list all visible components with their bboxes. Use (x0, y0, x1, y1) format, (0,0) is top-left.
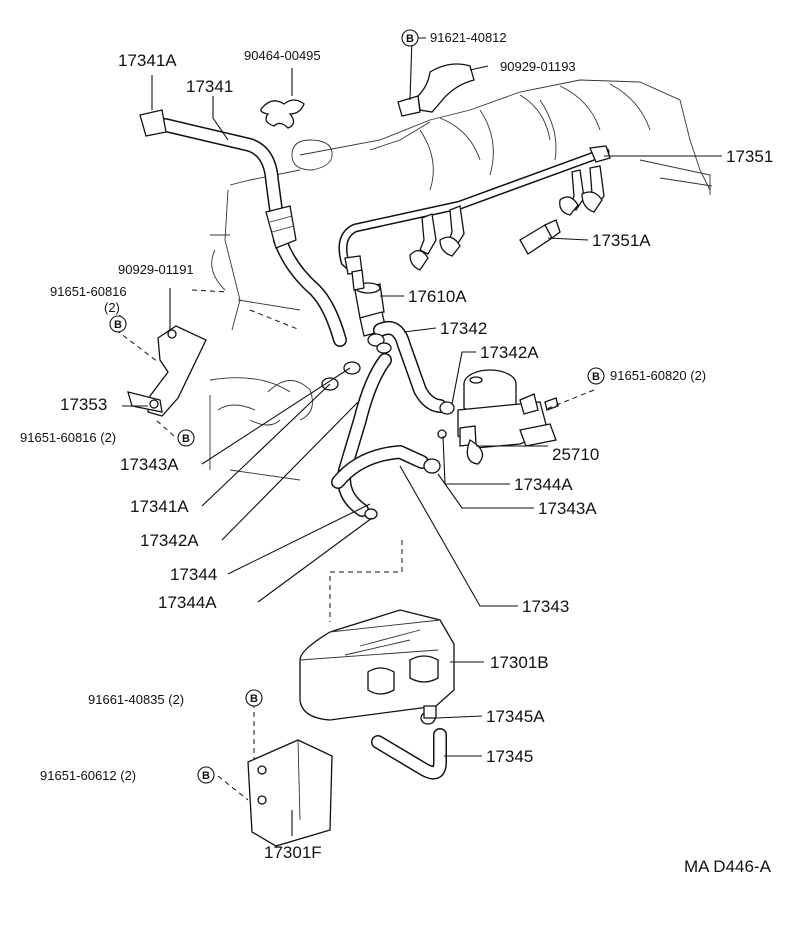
label-17341: 17341 (186, 77, 233, 96)
hose-17342 (337, 320, 447, 517)
label-17343A-right: 17343A (538, 499, 597, 518)
hose-17343 (331, 445, 429, 489)
label-17345A: 17345A (486, 707, 545, 726)
label-91651-60612: 91651-60612 (2) (40, 768, 136, 783)
vacuum-pipe-17351 (338, 145, 611, 275)
leader-lines (122, 37, 722, 836)
label-17343A-left: 17343A (120, 455, 179, 474)
hose-17341 (139, 109, 347, 347)
label-90929-01191: 90929-01191 (118, 262, 194, 277)
part-labels: 17341A 17341 90464-00495 91621-40812 909… (20, 30, 773, 876)
label-90464-00495: 90464-00495 (244, 48, 321, 63)
svg-text:B: B (592, 371, 600, 383)
label-25710: 25710 (552, 445, 599, 464)
label-17341A-low: 17341A (130, 497, 189, 516)
label-17353: 17353 (60, 395, 107, 414)
label-17345: 17345 (486, 747, 533, 766)
label-17343: 17343 (522, 597, 569, 616)
bolt-marker-91651-60820: B (587, 367, 605, 385)
label-17341A-top: 17341A (118, 51, 177, 70)
label-90929-01193: 90929-01193 (500, 59, 576, 74)
svg-text:B: B (182, 433, 190, 445)
bolt-marker-91651-60816-bot: B (177, 429, 195, 447)
engine-outline (191, 79, 713, 481)
bracket-17353 (127, 325, 207, 417)
label-17610A: 17610A (408, 287, 467, 306)
label-17342A-right: 17342A (480, 343, 539, 362)
canister-17301B (299, 609, 455, 721)
label-17351: 17351 (726, 147, 773, 166)
bolt-connectors (115, 312, 595, 801)
diagram-code: MA D446-A (684, 857, 772, 876)
label-91651-60816-bot: 91651-60816 (2) (20, 430, 116, 445)
bracket-17301F (247, 739, 333, 847)
label-17344A-right: 17344A (514, 475, 573, 494)
egr-valve-25710 (457, 369, 559, 465)
hose-17345 (371, 728, 447, 780)
svg-text:B: B (250, 693, 258, 705)
bracket-90929-01193 (397, 63, 475, 117)
label-91651-60816-top: 91651-60816 (50, 284, 127, 299)
label-91651-60820: 91651-60820 (2) (610, 368, 706, 383)
label-17342: 17342 (440, 319, 487, 338)
label-17344: 17344 (170, 565, 217, 584)
clip-90464 (260, 99, 305, 129)
label-91651-60816-top-qty: (2) (104, 300, 120, 315)
label-91661-40835: 91661-40835 (2) (88, 692, 184, 707)
bolt-marker-91661: B (245, 689, 263, 707)
bolt-marker-91651-60816-top: B (109, 315, 127, 333)
label-17342A-low: 17342A (140, 531, 199, 550)
svg-text:B: B (114, 319, 122, 331)
bolt-marker-91651-60612: B (197, 766, 215, 784)
label-17351A: 17351A (592, 231, 651, 250)
label-17344A-low: 17344A (158, 593, 217, 612)
label-91621-40812: 91621-40812 (430, 30, 507, 45)
label-17301B: 17301B (490, 653, 549, 672)
label-17301F: 17301F (264, 843, 322, 862)
svg-text:B: B (406, 33, 414, 45)
svg-text:B: B (202, 770, 210, 782)
bolt-marker-91621: B (401, 29, 419, 47)
